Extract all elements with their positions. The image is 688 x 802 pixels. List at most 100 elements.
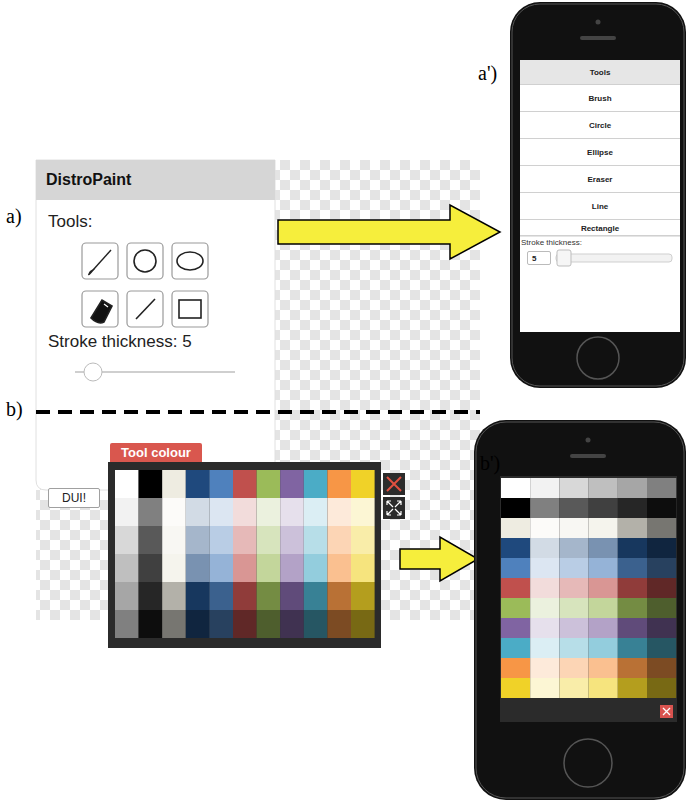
color-cell: [139, 582, 163, 610]
color-cell: [501, 658, 530, 678]
color-cell: [304, 582, 328, 610]
color-cell: [501, 638, 530, 658]
color-cell: [530, 518, 559, 538]
color-cell: [327, 526, 351, 554]
number-spinner: 5: [527, 251, 551, 265]
color-cell: [304, 610, 328, 638]
color-cell: [304, 498, 328, 526]
color-cell: [257, 526, 281, 554]
color-cell: [589, 678, 618, 698]
color-cell: [162, 470, 186, 498]
field-label: Stroke thickness:: [521, 238, 582, 247]
color-cell: [501, 478, 530, 498]
phone-body: [510, 2, 686, 388]
color-cell: [618, 498, 647, 518]
color-cell: [559, 498, 588, 518]
color-cell: [209, 610, 233, 638]
color-cell: [304, 554, 328, 582]
panel-title: DistroPaint: [46, 171, 131, 189]
color-cell: [589, 638, 618, 658]
color-cell: [186, 498, 210, 526]
color-cell: [501, 558, 530, 578]
color-cell: [530, 638, 559, 658]
phone-screen: [500, 476, 677, 722]
color-cell: [618, 558, 647, 578]
color-cell: [257, 498, 281, 526]
close-icon: [387, 477, 401, 491]
color-cell: [618, 658, 647, 678]
color-cell: [257, 610, 281, 638]
close-button: [383, 473, 405, 495]
color-cell: [162, 554, 186, 582]
panel-letter: b'): [480, 452, 500, 475]
transform-arrow: [400, 537, 478, 581]
color-cell: [186, 582, 210, 610]
close-button: [660, 705, 673, 718]
color-cell: [559, 578, 588, 598]
color-cell: [618, 638, 647, 658]
color-cell: [304, 470, 328, 498]
color-cell: [559, 538, 588, 558]
color-cell: [589, 578, 618, 598]
color-cell: [162, 610, 186, 638]
header-button: Tool colour: [110, 443, 202, 462]
color-cell: [139, 526, 163, 554]
color-cell: [233, 526, 257, 554]
color-cell: [327, 610, 351, 638]
close-icon: [663, 708, 670, 715]
panel-text: Tools:: [48, 212, 92, 232]
color-cell: [559, 558, 588, 578]
panel-text: Stroke thickness: 5: [48, 332, 192, 352]
color-cell: [501, 618, 530, 638]
color-cell: [280, 470, 304, 498]
color-cell: [647, 478, 676, 498]
color-cell: [209, 582, 233, 610]
color-cell: [162, 498, 186, 526]
color-cell: [559, 518, 588, 538]
color-cell: [186, 526, 210, 554]
transform-arrow: [278, 205, 500, 259]
button-label: Line: [592, 202, 608, 211]
phone-camera: [586, 438, 591, 443]
color-cell: [257, 582, 281, 610]
menu-button: Rectangle: [520, 221, 680, 236]
color-cell: [589, 558, 618, 578]
color-cell: [351, 610, 375, 638]
color-cell: [351, 526, 375, 554]
color-cell: [589, 498, 618, 518]
tool-icons: [89, 250, 203, 323]
color-cell: [647, 558, 676, 578]
tool-buttons: [82, 243, 208, 327]
color-cell: [501, 498, 530, 518]
color-cell: [209, 554, 233, 582]
button-label: Eraser: [588, 175, 613, 184]
button-label: DUI!: [62, 491, 86, 505]
color-cell: [209, 498, 233, 526]
color-cell: [501, 598, 530, 618]
color-cell: [530, 538, 559, 558]
color-cell: [233, 610, 257, 638]
color-cell: [647, 598, 676, 618]
button-label: Tool colour: [121, 445, 191, 460]
push-button: DUI!: [48, 488, 100, 508]
color-cell: [139, 610, 163, 638]
color-cell: [280, 582, 304, 610]
color-cell: [115, 554, 139, 582]
color-cell: [327, 554, 351, 582]
color-cell: [530, 558, 559, 578]
color-cell: [233, 554, 257, 582]
palette-frame: [108, 462, 381, 648]
menu-button: Eraser: [520, 167, 680, 193]
color-cell: [647, 518, 676, 538]
color-cell: [139, 554, 163, 582]
color-cell: [186, 470, 210, 498]
color-cell: [647, 578, 676, 598]
menu-button: Tools: [520, 60, 680, 85]
home-button: [577, 337, 619, 379]
color-cell: [559, 598, 588, 618]
phone-speaker: [570, 454, 606, 458]
button-label: Rectangle: [581, 224, 619, 233]
color-cell: [139, 498, 163, 526]
color-cell: [257, 470, 281, 498]
color-cell: [618, 678, 647, 698]
